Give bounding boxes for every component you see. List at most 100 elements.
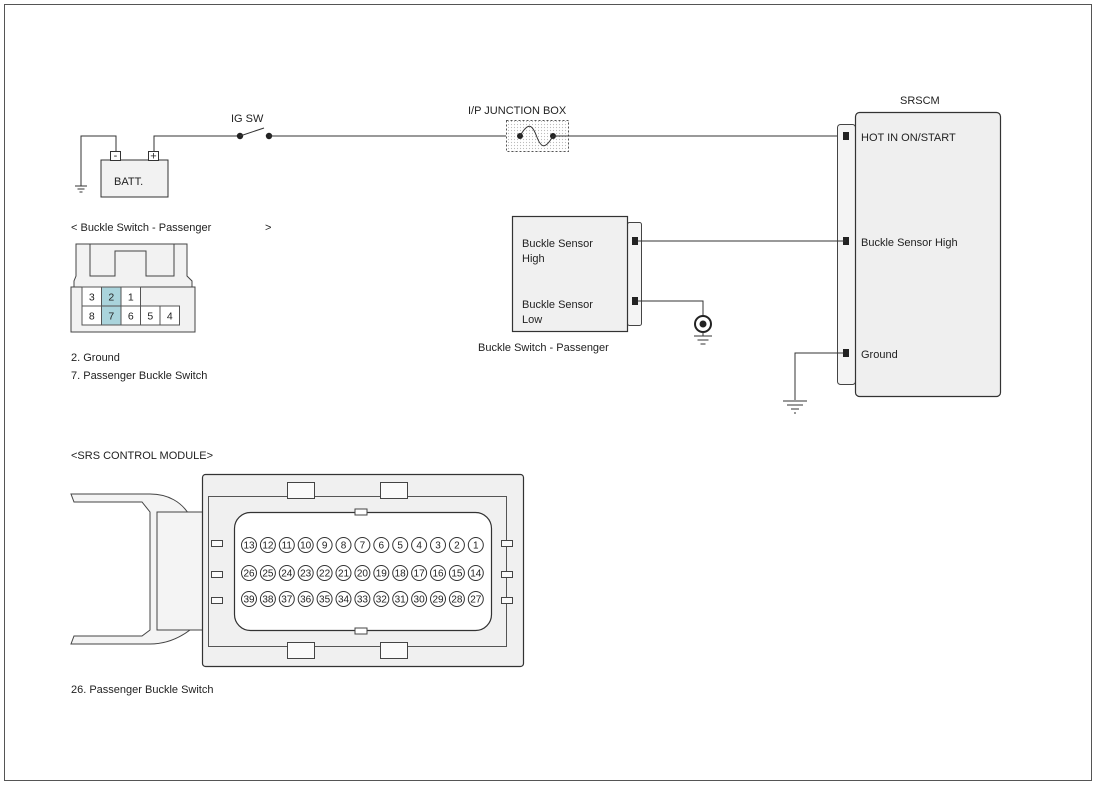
srs-pin-38: 38 xyxy=(262,595,274,606)
srs-pin-9: 9 xyxy=(322,541,328,552)
srs-pin-20: 20 xyxy=(357,569,369,580)
srs-pin-cell xyxy=(373,565,390,581)
srs-pin-13: 13 xyxy=(243,541,255,552)
srs-pin-cell xyxy=(392,537,409,553)
battery-neg-terminal: - xyxy=(114,150,118,162)
srscm-pin-hot: HOT IN ON/START xyxy=(861,132,956,144)
srs-pin-33: 33 xyxy=(357,595,369,606)
srs-pin-cell xyxy=(467,591,484,607)
srs-pin-cell xyxy=(335,565,352,581)
srs-pin-4: 4 xyxy=(416,541,422,552)
buckle-note-2: 7. Passenger Buckle Switch xyxy=(71,370,207,382)
srs-pin-17: 17 xyxy=(414,569,426,580)
srs-pin-31: 31 xyxy=(395,595,407,606)
buckle-pin-6: 6 xyxy=(128,311,134,323)
srs-pin-cell xyxy=(448,591,465,607)
srs-pin-cell xyxy=(316,537,333,553)
srs-pin-cell xyxy=(259,565,276,581)
buckle-sensor-low-label-2: Low xyxy=(522,314,542,326)
srs-pin-cell xyxy=(448,565,465,581)
srs-pin-cell xyxy=(430,591,446,607)
buckle-pin-cell xyxy=(159,305,180,326)
srs-pin-cell xyxy=(259,591,276,607)
buckle-sensor: Buckle Sensor High Buckle Sensor Low Buc… xyxy=(478,215,846,354)
buckle-pin-8: 8 xyxy=(89,311,95,323)
junction-box: I/P JUNCTION BOX xyxy=(468,105,569,152)
srs-pin-cell xyxy=(241,591,257,607)
srs-pin-8: 8 xyxy=(341,541,347,552)
srs-pin-cell xyxy=(354,565,371,581)
srs-pin-19: 19 xyxy=(376,569,388,580)
srs-pin-15: 15 xyxy=(451,569,463,580)
ground-symbol-srscm xyxy=(783,400,807,414)
fuse-icon xyxy=(519,125,554,147)
srs-pin-18: 18 xyxy=(395,569,407,580)
srs-pin-35: 35 xyxy=(319,595,331,606)
srs-pin-cell xyxy=(335,591,352,607)
srs-pin-24: 24 xyxy=(281,569,293,580)
srs-pin-cell xyxy=(373,591,390,607)
buckle-pin-4: 4 xyxy=(167,311,173,323)
srs-pin-36: 36 xyxy=(300,595,312,606)
srs-pin-cell xyxy=(316,565,333,581)
battery-pos-terminal: + xyxy=(150,151,156,163)
srs-pin-cell xyxy=(430,565,446,581)
srs-pin-cell xyxy=(354,537,371,553)
srs-pin-cell xyxy=(297,565,314,581)
srs-pin-28: 28 xyxy=(451,595,463,606)
body-ground-icon xyxy=(694,315,712,345)
ignition-switch: IG SW xyxy=(231,113,273,140)
srs-pin-21: 21 xyxy=(338,569,350,580)
srs-pin-14: 14 xyxy=(470,569,482,580)
srs-pin-cell xyxy=(448,537,465,553)
srscm-module: SRSCM HOT IN ON/START Buckle Sensor High… xyxy=(783,95,1002,414)
ig-switch-label: IG SW xyxy=(231,113,264,125)
srs-pin-5: 5 xyxy=(397,541,403,552)
srscm-ground-wire xyxy=(794,352,843,400)
buckle-sensor-caption: Buckle Switch - Passenger xyxy=(478,342,609,354)
srs-note: 26. Passenger Buckle Switch xyxy=(71,684,213,696)
srs-pin-23: 23 xyxy=(300,569,312,580)
battery: - + BATT. xyxy=(100,150,169,198)
srscm-connector-strip xyxy=(837,124,856,385)
srs-pin-cell xyxy=(467,565,484,581)
srs-pin-cell xyxy=(241,537,257,553)
junction-box-label: I/P JUNCTION BOX xyxy=(468,105,567,117)
buckle-connector-title-end: > xyxy=(265,222,271,234)
battery-ground-wire xyxy=(80,135,117,186)
ground-symbol-battery xyxy=(75,185,87,193)
srs-pin-26: 26 xyxy=(243,569,255,580)
buckle-sensor-body xyxy=(511,215,629,333)
srs-pin-10: 10 xyxy=(300,541,312,552)
srs-pin-25: 25 xyxy=(262,569,274,580)
buckle-pin-5: 5 xyxy=(147,311,153,323)
srs-pin-cell xyxy=(259,537,276,553)
srs-pin-3: 3 xyxy=(435,541,441,552)
srs-pin-12: 12 xyxy=(262,541,274,552)
srs-pin-39: 39 xyxy=(243,595,255,606)
srs-pin-cell xyxy=(241,565,257,581)
srs-pin-cell xyxy=(392,591,409,607)
srs-pin-cell xyxy=(392,565,409,581)
battery-positive-wire xyxy=(153,135,240,152)
buckle-low-wire xyxy=(638,300,704,316)
srs-pin-cell xyxy=(278,565,295,581)
srs-pin-11: 11 xyxy=(282,541,293,552)
srs-pin-cell xyxy=(297,537,314,553)
srscm-pin-ground: Ground xyxy=(861,349,898,361)
srs-pin-cell xyxy=(411,591,428,607)
battery-label: BATT. xyxy=(114,176,143,188)
srs-pin-cell xyxy=(430,537,446,553)
srs-pin-cell xyxy=(354,591,371,607)
buckle-sensor-low-label: Buckle Sensor xyxy=(522,299,593,311)
srs-pin-27: 27 xyxy=(470,595,482,606)
srs-pin-cell xyxy=(335,537,352,553)
buckle-sensor-high-label: Buckle Sensor xyxy=(522,238,593,250)
srs-pin-1: 1 xyxy=(473,541,479,552)
buckle-connector-title: < Buckle Switch - Passenger xyxy=(71,222,212,234)
